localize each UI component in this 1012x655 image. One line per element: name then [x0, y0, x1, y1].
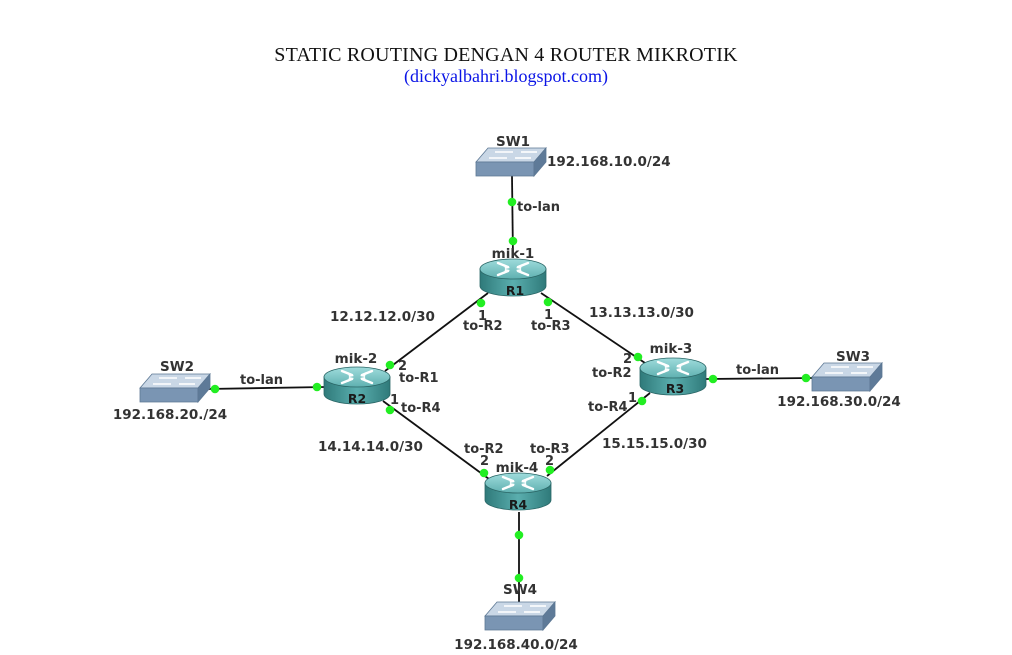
- interface-name: to-R2: [463, 319, 503, 334]
- interface-name: to-R4: [401, 401, 441, 416]
- router-hostname: mik-1: [492, 246, 535, 262]
- port-dot: [385, 405, 395, 415]
- link-network: 13.13.13.0/30: [589, 305, 694, 321]
- router-label: R1: [506, 283, 524, 298]
- port-dot: [801, 373, 811, 383]
- diagram-subtitle: (dickyalbahri.blogspot.com): [404, 66, 608, 86]
- link-network: 15.15.15.0/30: [602, 436, 707, 452]
- switch-name: SW4: [503, 582, 537, 598]
- switch-name: SW1: [496, 134, 530, 150]
- interface-name: to-R3: [531, 319, 571, 334]
- switch-sw1[interactable]: SW1 192.168.10.0/24: [475, 134, 671, 177]
- router-label: R4: [509, 497, 528, 512]
- port-number: 1: [478, 309, 487, 324]
- router-label: R3: [666, 381, 684, 396]
- switch-sw2[interactable]: SW2 192.168.20./24: [113, 359, 227, 423]
- router-r1[interactable]: mik-1 R1: [478, 246, 548, 298]
- port-number: 2: [545, 454, 554, 469]
- port-number: 1: [390, 393, 399, 408]
- lan-label: to-lan: [736, 363, 779, 378]
- link-r2-r4: [382, 400, 490, 480]
- port-number: 2: [398, 359, 407, 374]
- switch-network: 192.168.40.0/24: [454, 637, 578, 653]
- port-dot: [545, 465, 555, 475]
- port-number: 2: [623, 352, 632, 367]
- port-dot: [508, 236, 518, 246]
- lan-label: to-lan: [517, 200, 560, 215]
- port-number: 1: [628, 391, 637, 406]
- diagram-title: STATIC ROUTING DENGAN 4 ROUTER MIKROTIK: [274, 44, 738, 66]
- interface-name: to-R3: [530, 442, 570, 457]
- port-dot: [633, 352, 643, 362]
- link-network: 12.12.12.0/30: [330, 309, 435, 325]
- link-network: 14.14.14.0/30: [318, 439, 423, 455]
- link-r1-r3: [540, 292, 646, 364]
- port-dot: [385, 360, 395, 370]
- port-number: 2: [480, 454, 489, 469]
- lan-label: to-lan: [240, 373, 283, 388]
- switch-sw4[interactable]: SW4 192.168.40.0/24: [454, 582, 578, 653]
- interface-name: to-R2: [592, 366, 632, 381]
- port-dot: [543, 297, 553, 307]
- switch-sw3[interactable]: SW3 192.168.30.0/24: [777, 349, 901, 410]
- port-dot: [210, 384, 220, 394]
- switch-name: SW3: [836, 349, 870, 365]
- router-hostname: mik-4: [496, 460, 539, 476]
- switch-network: 192.168.10.0/24: [547, 154, 671, 170]
- router-label: R2: [348, 391, 366, 406]
- port-dot: [479, 468, 489, 478]
- link-r1-r2: [384, 292, 489, 372]
- port-dot: [476, 298, 486, 308]
- interface-name: to-R2: [464, 442, 504, 457]
- port-markers: [210, 197, 811, 583]
- port-number: 1: [544, 308, 553, 323]
- router-r3[interactable]: mik-3 R3: [638, 341, 708, 397]
- router-hostname: mik-2: [335, 351, 378, 367]
- interface-name: to-R4: [588, 400, 628, 415]
- interface-name: to-R1: [399, 371, 439, 386]
- port-dot: [514, 573, 524, 583]
- switch-name: SW2: [160, 359, 194, 375]
- switch-network: 192.168.20./24: [113, 407, 227, 423]
- link-sw2-r2: [206, 386, 326, 390]
- router-r4[interactable]: mik-4 R4: [483, 460, 553, 512]
- port-dot: [507, 197, 517, 207]
- switch-network: 192.168.30.0/24: [777, 394, 901, 410]
- router-r2[interactable]: mik-2 R2: [322, 351, 392, 406]
- link-r3-sw3: [705, 377, 813, 380]
- link-r3-r4: [546, 392, 651, 477]
- port-dot: [637, 396, 647, 406]
- port-dot: [514, 530, 524, 540]
- router-hostname: mik-3: [650, 341, 693, 357]
- port-dot: [312, 382, 322, 392]
- port-dot: [708, 374, 718, 384]
- links: [206, 175, 813, 604]
